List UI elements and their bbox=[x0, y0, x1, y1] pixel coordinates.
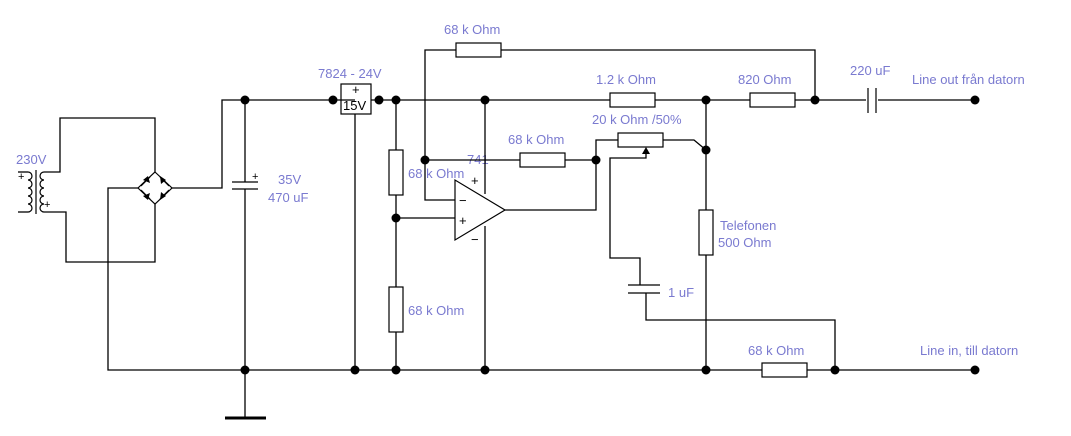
potentiometer bbox=[617, 132, 664, 148]
resistor-bottom-line bbox=[761, 362, 808, 378]
filter-capacitor-voltage-label: 35V bbox=[278, 172, 301, 187]
resistor-input-68k-label: 68 k Ohm bbox=[508, 132, 564, 147]
resistor-820-label: 820 Ohm bbox=[738, 72, 791, 87]
svg-text:−: − bbox=[459, 193, 467, 208]
svg-text:+: + bbox=[352, 82, 360, 97]
resistor-feedback-top bbox=[455, 42, 502, 58]
line-in-terminal bbox=[970, 365, 980, 375]
line-in-label: Line in, till datorn bbox=[920, 343, 1018, 358]
resistor-divider-top-label: 68 k Ohm bbox=[408, 166, 464, 181]
regulator-title-label: 7824 - 24V bbox=[318, 66, 382, 81]
telephone-impedance-label: 500 Ohm bbox=[718, 235, 771, 250]
telephone-name-label: Telefonen bbox=[720, 218, 776, 233]
output-capacitor-label: 220 uF bbox=[850, 63, 891, 78]
transformer-voltage-label: 230V bbox=[16, 152, 47, 167]
regulator-box bbox=[340, 83, 372, 115]
junction-dots bbox=[240, 95, 980, 375]
filter-capacitor-capacitance-label: 470 uF bbox=[268, 190, 309, 205]
bridge-rectifier bbox=[137, 171, 173, 205]
resistor-divider-bottom bbox=[388, 286, 404, 333]
svg-text:+: + bbox=[252, 171, 258, 183]
resistor-1-2k bbox=[609, 92, 656, 108]
transformer: + + bbox=[18, 170, 50, 214]
resistor-input-68k bbox=[519, 152, 566, 168]
resistor-divider-top bbox=[388, 149, 404, 196]
svg-text:+: + bbox=[44, 199, 50, 211]
line-out-label: Line out från datorn bbox=[912, 72, 1025, 87]
coupling-capacitor-label: 1 uF bbox=[668, 285, 694, 300]
opamp-symbol bbox=[454, 178, 507, 242]
opamp-supply-plus: + bbox=[471, 173, 479, 188]
resistor-bottom-line-label: 68 k Ohm bbox=[748, 343, 804, 358]
potentiometer-label: 20 k Ohm /50% bbox=[592, 112, 682, 127]
resistor-1-2k-label: 1.2 k Ohm bbox=[596, 72, 656, 87]
resistor-feedback-top-label: 68 k Ohm bbox=[444, 22, 500, 37]
svg-text:+: + bbox=[459, 213, 467, 228]
telephone-resistor bbox=[698, 209, 714, 256]
line-out-terminal bbox=[970, 95, 980, 105]
resistor-divider-bottom-label: 68 k Ohm bbox=[408, 303, 464, 318]
resistor-820 bbox=[749, 92, 796, 108]
svg-text:+: + bbox=[18, 171, 24, 183]
opamp-supply-minus: − bbox=[471, 232, 479, 247]
regulator-value-label: 15V bbox=[343, 98, 366, 113]
